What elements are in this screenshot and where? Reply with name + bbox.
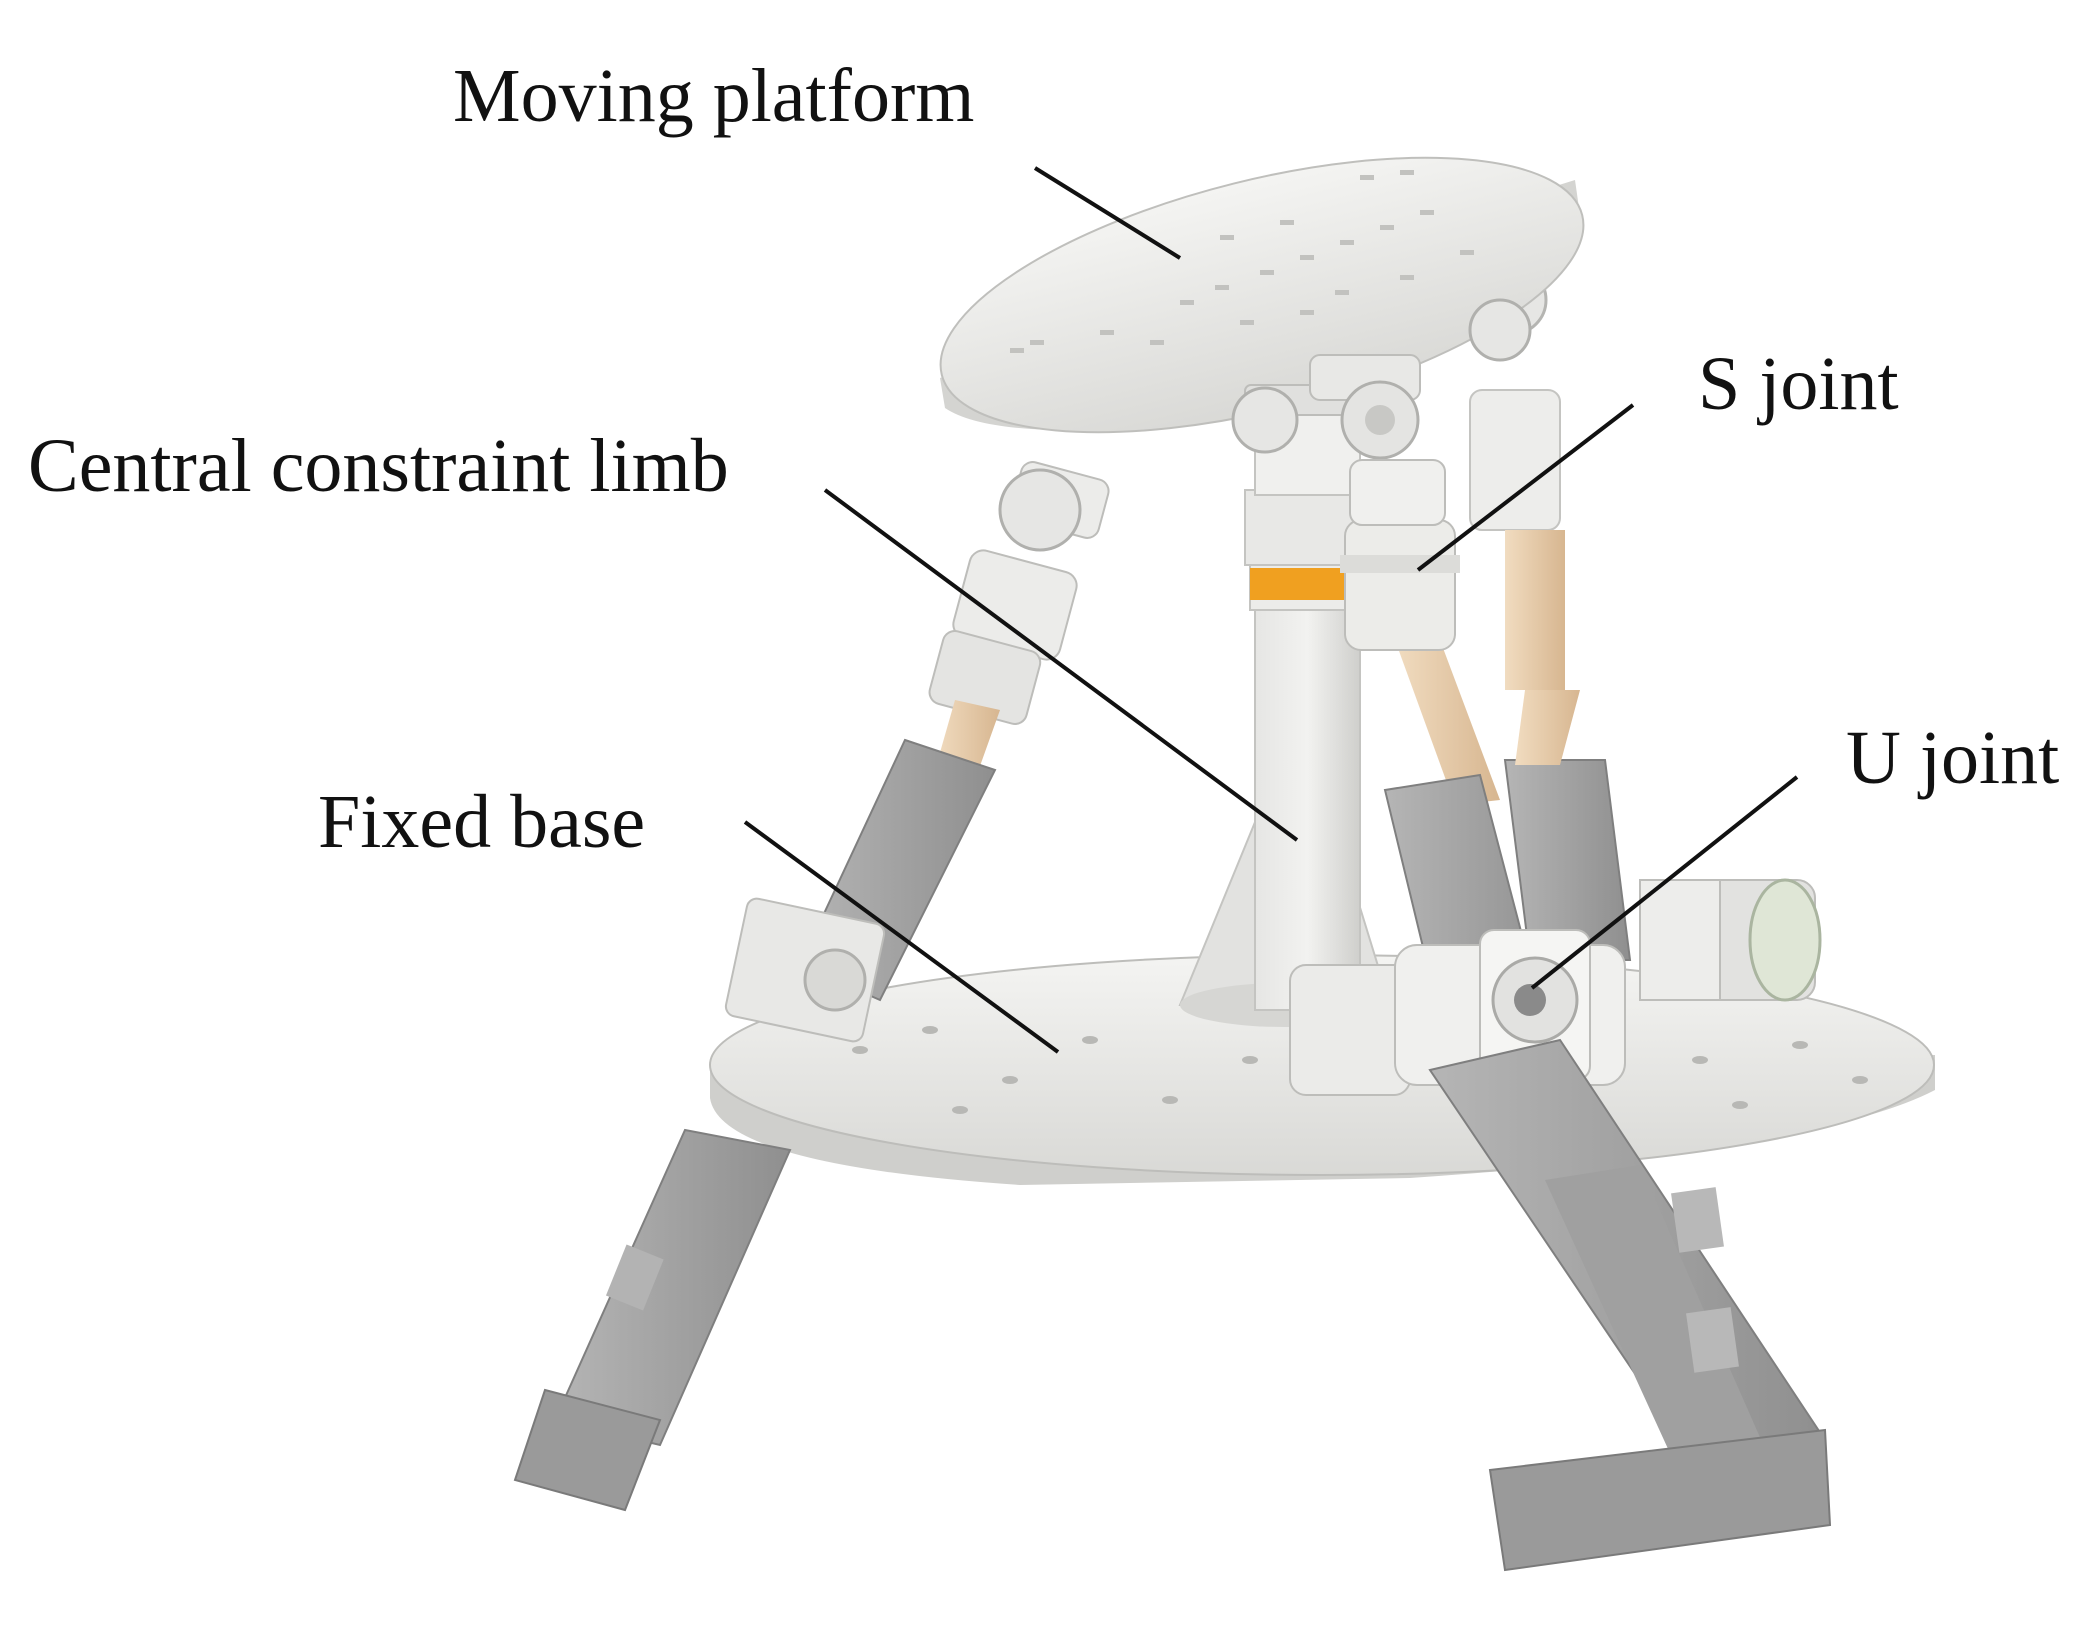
leader-line-central-constraint-limb	[823, 488, 1299, 842]
label-fixed-base: Fixed base	[318, 780, 646, 864]
limb-back-right	[1469, 264, 1632, 961]
leader-line-moving-platform	[1033, 166, 1182, 260]
leader-lines	[743, 166, 1799, 1054]
leader-line-fixed-base	[743, 820, 1060, 1054]
label-moving-platform: Moving platform	[453, 54, 975, 138]
leader-line-u-joint	[1530, 775, 1799, 990]
label-u-joint: U joint	[1846, 716, 2060, 800]
label-central-constraint-limb: Central constraint limb	[28, 424, 729, 508]
limb-left	[513, 461, 1110, 1512]
leader-line-s-joint	[1416, 403, 1635, 572]
u-joint-motor-housing	[1639, 878, 1822, 1002]
moving-platform	[939, 156, 1585, 434]
label-s-joint: S joint	[1698, 342, 1899, 426]
limb-front-right-actuator	[1428, 1038, 1832, 1572]
upper-joints	[1231, 298, 1532, 460]
